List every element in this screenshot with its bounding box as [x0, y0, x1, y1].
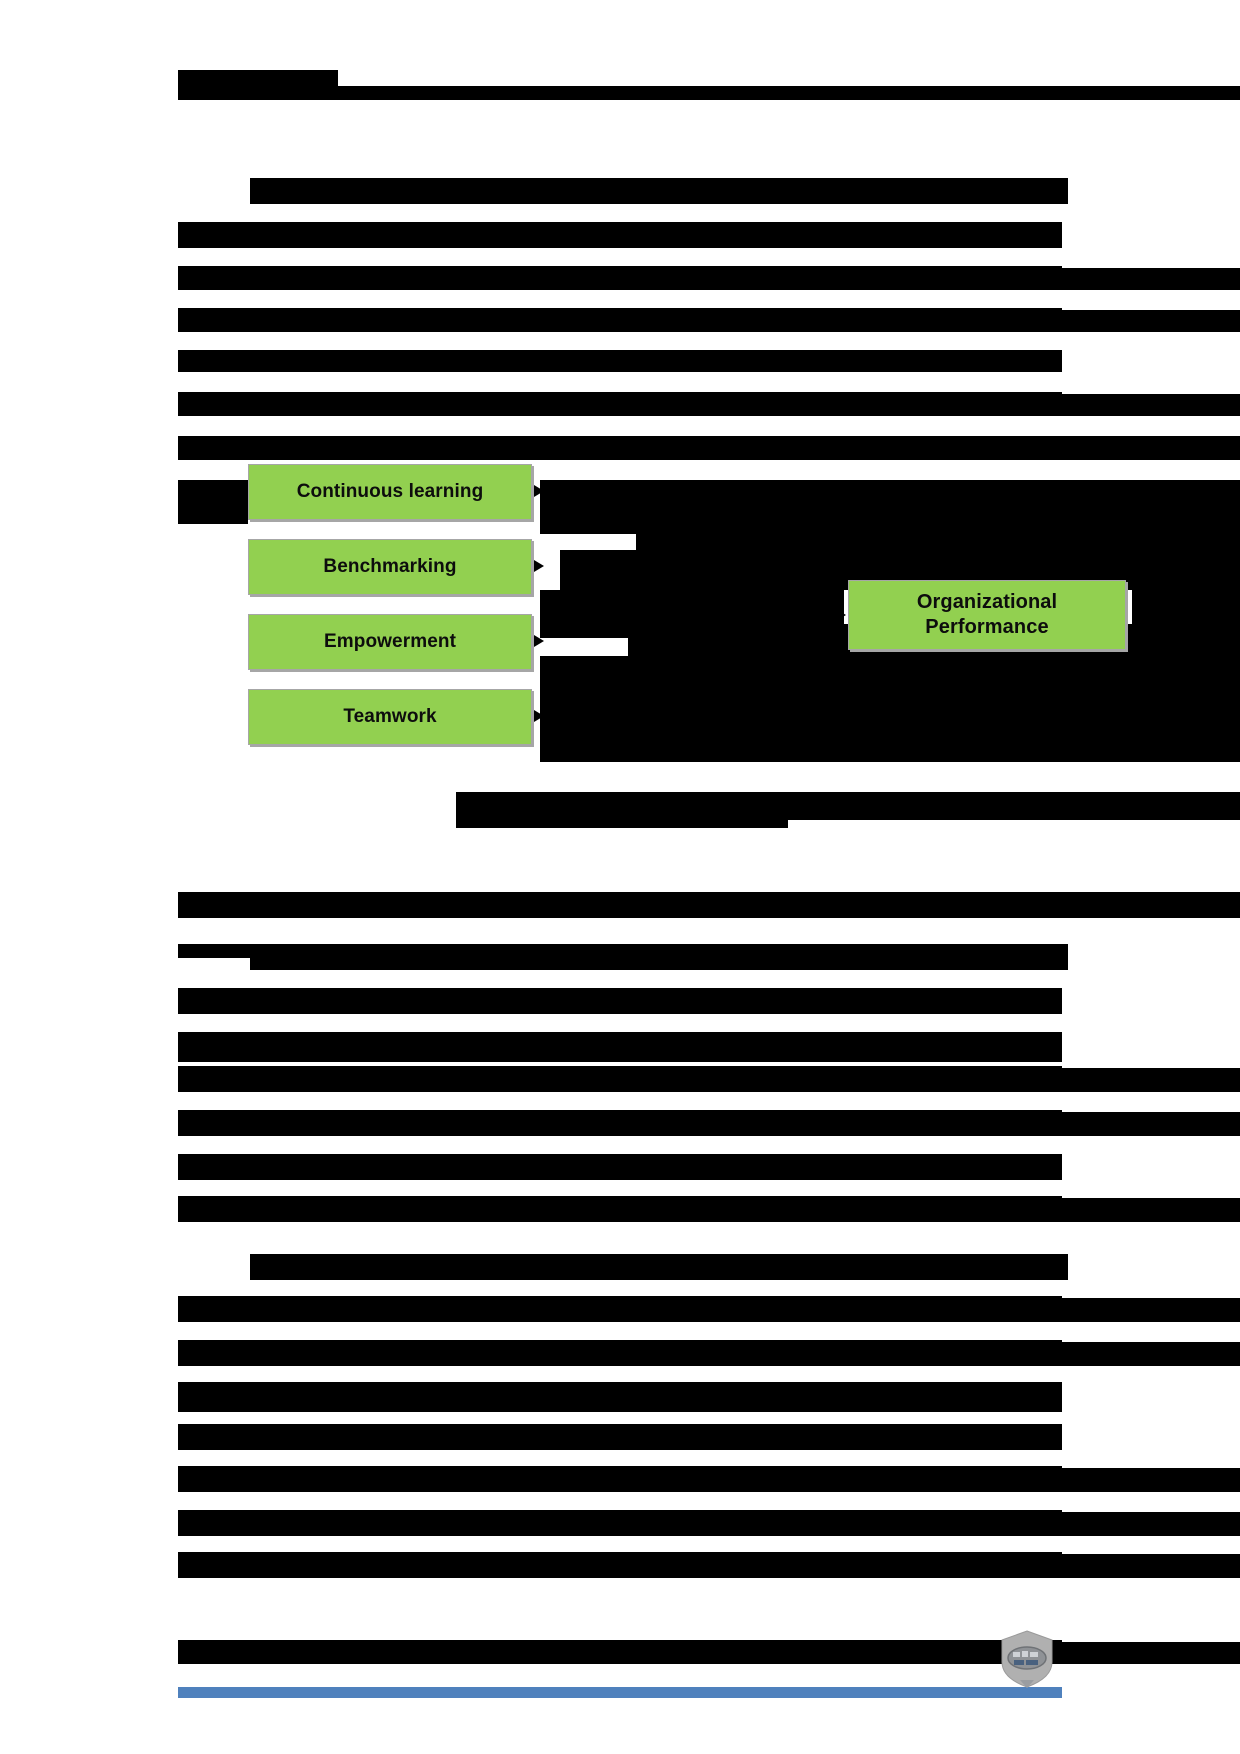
redaction-bar	[178, 1112, 1240, 1136]
redaction-bar	[178, 480, 248, 524]
redaction-bar	[456, 816, 788, 828]
redaction-bar	[178, 222, 1062, 248]
redaction-bar	[744, 590, 844, 624]
redaction-bar	[178, 1468, 1240, 1492]
redaction-bar	[178, 1032, 1062, 1062]
redaction-bar	[178, 1642, 1240, 1664]
redaction-bar	[250, 1254, 1068, 1280]
redaction-bar	[250, 178, 1068, 204]
redaction-bar	[540, 700, 1240, 762]
redaction-bar	[540, 524, 1240, 534]
redaction-bar	[178, 1512, 1240, 1536]
redaction-bar	[178, 436, 1240, 460]
redaction-bar	[178, 1342, 1240, 1366]
redaction-bar	[178, 1198, 1240, 1222]
redaction-bar	[178, 1298, 1240, 1322]
footer-rule	[178, 1687, 1062, 1698]
redaction-bar	[540, 480, 1240, 524]
node-label: Teamwork	[343, 706, 437, 728]
redaction-bar	[178, 310, 1240, 332]
redaction-bar	[178, 1424, 1062, 1450]
redaction-bar	[178, 944, 254, 958]
diagram-node-teamwork[interactable]: Teamwork	[248, 689, 532, 745]
redaction-bar	[178, 394, 1240, 416]
redaction-bar	[636, 534, 1240, 550]
redaction-bar	[178, 1068, 1240, 1092]
seal-badge-icon	[996, 1628, 1058, 1690]
redaction-bar	[786, 806, 1240, 820]
redaction-bar	[178, 350, 1062, 372]
redaction-bar	[178, 1554, 1240, 1578]
redaction-bar	[178, 268, 1240, 290]
node-label-line-1: Organizational	[916, 591, 1058, 613]
arrow-head-icon-2	[534, 560, 544, 572]
node-label: Empowerment	[323, 631, 456, 653]
redaction-bar	[540, 656, 1240, 700]
redaction-bar	[178, 1154, 1062, 1180]
redaction-bar	[250, 944, 1068, 970]
redaction-bar	[178, 86, 1240, 100]
diagram-node-empowerment[interactable]: Empowerment	[248, 614, 532, 670]
redaction-bar	[178, 1382, 1062, 1412]
diagram-node-benchmarking[interactable]: Benchmarking	[248, 539, 532, 595]
redaction-bar	[1132, 580, 1240, 762]
redaction-bar	[178, 988, 1062, 1014]
node-label: Benchmarking	[323, 556, 457, 578]
node-label: Continuous learning	[296, 481, 484, 503]
redaction-bar	[178, 892, 1240, 918]
diagram-node-continuous-learning[interactable]: Continuous learning	[248, 464, 532, 520]
